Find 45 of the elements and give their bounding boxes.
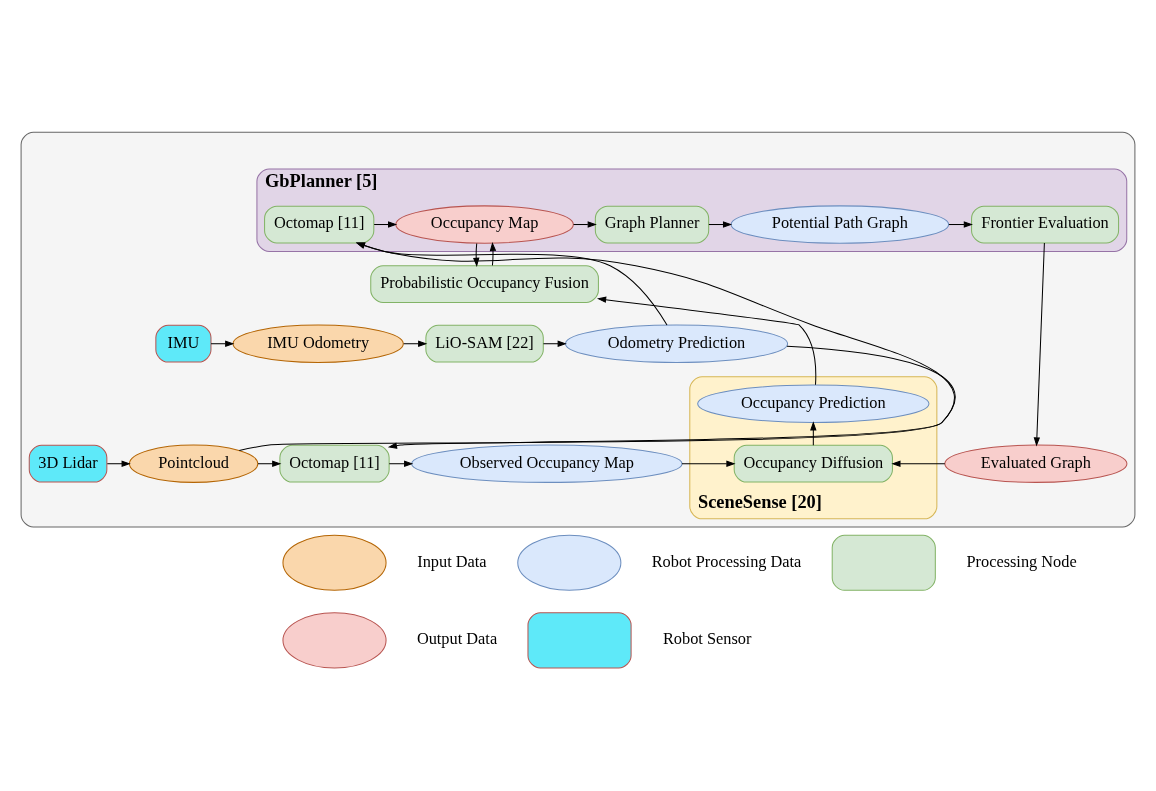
- node-ellipse: Odometry Prediction: [564, 324, 789, 363]
- arrow: [708, 220, 733, 228]
- arrow: [542, 340, 567, 347]
- arrow: [573, 220, 597, 228]
- legend-label: Robot Sensor: [662, 628, 752, 648]
- node-ellipse: Occupancy Map: [395, 204, 574, 244]
- node-box: Probabilistic Occupancy Fusion: [370, 264, 599, 303]
- node-box: IMU: [155, 324, 212, 363]
- arrow: [891, 460, 946, 467]
- arrow: [596, 296, 817, 385]
- node-ellipse: Potential Path Graph: [730, 204, 950, 244]
- node-ellipse: Occupancy Prediction: [697, 384, 930, 423]
- arrow: [355, 241, 668, 326]
- legend-label: Robot Processing Data: [651, 551, 802, 571]
- arrow: [388, 460, 414, 467]
- node-ellipse: [282, 534, 387, 591]
- arrow: [238, 241, 955, 451]
- node-box: Graph Planner: [594, 205, 710, 243]
- node-box: Octomap [11]: [279, 444, 390, 483]
- node-ellipse: Pointcloud: [128, 444, 259, 483]
- arrow: [948, 220, 973, 228]
- legend-label: Output Data: [416, 628, 498, 648]
- node-box: 3D Lidar: [28, 444, 108, 483]
- node-box: Occupancy Diffusion: [733, 444, 893, 483]
- legend-label: Input Data: [417, 551, 487, 571]
- arrow: [1033, 241, 1045, 446]
- node-ellipse: IMU Odometry: [232, 324, 404, 363]
- arrow: [257, 460, 282, 467]
- node-ellipse: Evaluated Graph: [944, 444, 1128, 483]
- node-box: [831, 534, 936, 591]
- node-box: [527, 611, 632, 668]
- node-box: LiO-SAM [22]: [425, 324, 544, 363]
- cluster: [20, 131, 1136, 528]
- arrow: [106, 460, 131, 467]
- node-ellipse: Observed Occupancy Map: [411, 444, 683, 483]
- legend-label: Processing Node: [966, 551, 1077, 571]
- node-box: Octomap [11]: [264, 205, 375, 243]
- arrow: [489, 241, 497, 266]
- node-ellipse: [282, 611, 387, 668]
- arrow: [681, 460, 736, 467]
- arrow: [373, 220, 398, 228]
- node-ellipse: [517, 534, 622, 591]
- arrow: [210, 340, 235, 347]
- node-box: Frontier Evaluation: [971, 205, 1120, 243]
- arrow: [403, 340, 428, 347]
